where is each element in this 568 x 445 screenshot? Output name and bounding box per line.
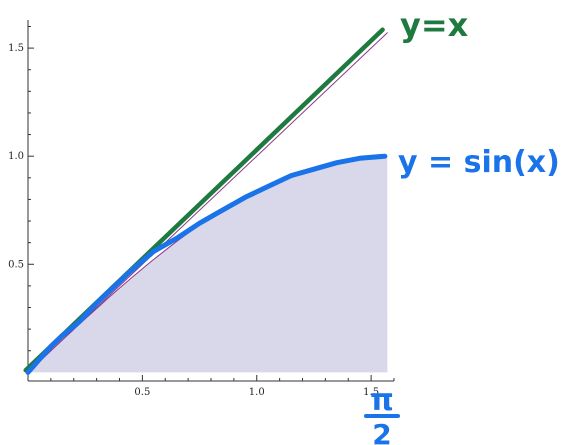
x-tick-label: 1.5 [363, 387, 379, 398]
ticks: 0.5 1.0 1.5 0.5 1.0 1.5 [8, 25, 395, 398]
annotation-two: 2 [372, 418, 391, 445]
y-tick-label: 1.0 [8, 151, 24, 162]
annotation-y-equals-sin-x: y = sin(x) [398, 145, 560, 180]
x-tick-label: 0.5 [134, 387, 150, 398]
y-tick-label: 0.5 [8, 259, 24, 270]
area-layer [28, 156, 388, 373]
x-tick-label: 1.0 [249, 387, 265, 398]
sin-area [28, 156, 388, 373]
lines-layer [23, 27, 388, 375]
annotation-y-equals-x: y=x [400, 6, 469, 44]
y-tick-label: 1.5 [8, 43, 24, 54]
annotation-pi: π [370, 383, 394, 418]
hand-drawn-sin-curve [25, 153, 388, 375]
axes: 0.5 1.0 1.5 0.5 1.0 1.5 [8, 20, 395, 398]
